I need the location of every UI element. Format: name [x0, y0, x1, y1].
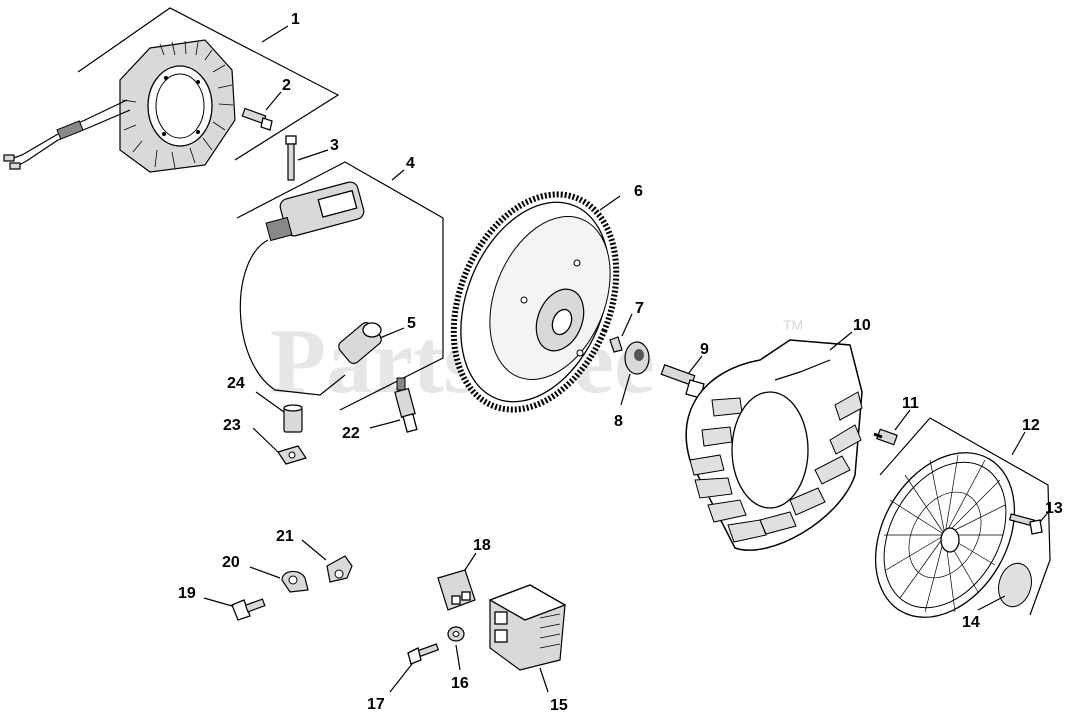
part-bolt-3[interactable]	[285, 135, 297, 181]
callout-20[interactable]: 20	[222, 554, 240, 571]
callout-5[interactable]: 5	[407, 315, 416, 332]
part-screw-2[interactable]	[241, 107, 273, 131]
callout-12[interactable]: 12	[1022, 417, 1040, 434]
callout-19[interactable]: 19	[178, 585, 196, 602]
part-connector-18[interactable]	[437, 569, 476, 611]
callout-16[interactable]: 16	[451, 675, 469, 692]
part-clamp-21[interactable]	[326, 555, 353, 583]
callout-24[interactable]: 24	[227, 375, 245, 392]
part-bolt-19[interactable]	[231, 598, 266, 621]
part-screen[interactable]	[847, 417, 1051, 642]
part-nut-23[interactable]	[277, 445, 307, 465]
part-screw-13[interactable]	[1008, 513, 1043, 535]
part-ignition-module[interactable]	[236, 161, 444, 411]
callout-15[interactable]: 15	[550, 697, 568, 714]
part-fan[interactable]	[685, 339, 863, 551]
part-bolt-9[interactable]	[660, 364, 705, 399]
leader-lines	[203, 25, 1051, 693]
callout-13[interactable]: 13	[1045, 500, 1063, 517]
part-washer-8[interactable]	[624, 341, 650, 375]
callout-numbers: 1 2 3 4 5 6 7 8 9 10 11 12 13 14 15 16 1…	[178, 11, 1063, 714]
part-stator[interactable]	[3, 7, 340, 173]
part-spark-plug[interactable]	[394, 377, 418, 433]
callout-1[interactable]: 1	[291, 11, 300, 28]
part-spacer-24[interactable]	[283, 404, 303, 433]
callout-18[interactable]: 18	[473, 537, 491, 554]
callout-2[interactable]: 2	[282, 77, 291, 94]
part-decal-14[interactable]	[994, 560, 1036, 611]
callout-17[interactable]: 17	[367, 696, 385, 713]
callout-23[interactable]: 23	[223, 417, 241, 434]
callout-6[interactable]: 6	[634, 183, 643, 200]
part-key-7[interactable]	[609, 336, 623, 353]
callout-7[interactable]: 7	[635, 300, 644, 317]
callout-10[interactable]: 10	[853, 317, 871, 334]
watermark-trademark: TM	[783, 317, 803, 333]
part-screw-11[interactable]	[873, 428, 898, 446]
part-clamp-20[interactable]	[281, 570, 309, 593]
callout-3[interactable]: 3	[330, 137, 339, 154]
callout-4[interactable]: 4	[406, 155, 415, 172]
part-washer-16[interactable]	[447, 626, 465, 642]
callout-21[interactable]: 21	[276, 528, 294, 545]
callout-22[interactable]: 22	[342, 425, 360, 442]
callout-14[interactable]: 14	[962, 614, 980, 631]
callout-9[interactable]: 9	[700, 341, 709, 358]
part-spark-boot[interactable]	[336, 320, 383, 366]
callout-11[interactable]: 11	[902, 395, 919, 412]
part-screw-17[interactable]	[407, 643, 440, 665]
part-flywheel[interactable]	[424, 170, 647, 434]
part-rectifier-15[interactable]	[488, 584, 567, 671]
callout-8[interactable]: 8	[614, 413, 623, 430]
